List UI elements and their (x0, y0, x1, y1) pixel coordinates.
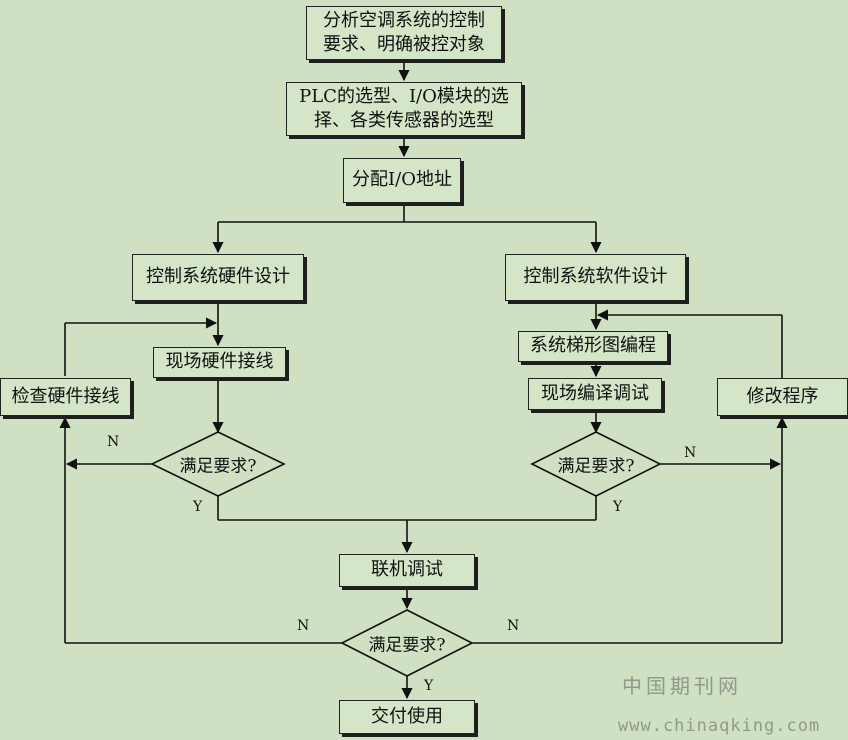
decision-bottom-label: 满足要求? (368, 635, 446, 656)
decision-bottom-shape (340, 609, 474, 677)
edge-label-right-yes: Y (613, 499, 623, 515)
node-deliver: 交付使用 (339, 700, 475, 734)
edge-label-bottom-right-no: N (507, 618, 520, 634)
decision-right-label: 满足要求? (557, 456, 635, 477)
node-hw-design: 控制系统硬件设计 (132, 254, 304, 301)
decision-left-label: 满足要求? (179, 456, 257, 477)
node-compile: 现场编译调试 (528, 378, 662, 410)
watermark-url: www.chinaqking.com (618, 716, 821, 736)
node-ladder: 系统梯形图编程 (518, 331, 668, 362)
watermark-cn: 中国期刊网 (622, 674, 742, 698)
node-joint: 联机调试 (339, 554, 475, 587)
node-sw-design: 控制系统软件设计 (505, 254, 686, 301)
edge-label-bottom-left-no: N (297, 618, 310, 634)
node-analyze: 分析空调系统的控制 要求、明确被控对象 (306, 6, 502, 60)
edge-label-left-no: N (107, 434, 120, 450)
edge-label-right-no: N (684, 445, 697, 461)
edge-label-bottom-yes: Y (424, 678, 434, 694)
decision-right-shape (530, 431, 662, 497)
edge-label-left-yes: Y (193, 499, 203, 515)
node-hw-wiring: 现场硬件接线 (153, 347, 286, 378)
node-check-wiring: 检查硬件接线 (0, 378, 131, 416)
decision-left-shape (150, 431, 286, 497)
node-assign: 分配I/O地址 (343, 158, 461, 203)
node-select: PLC的选型、I/O模块的选 择、各类传感器的选型 (286, 82, 522, 136)
node-modify: 修改程序 (717, 378, 848, 416)
